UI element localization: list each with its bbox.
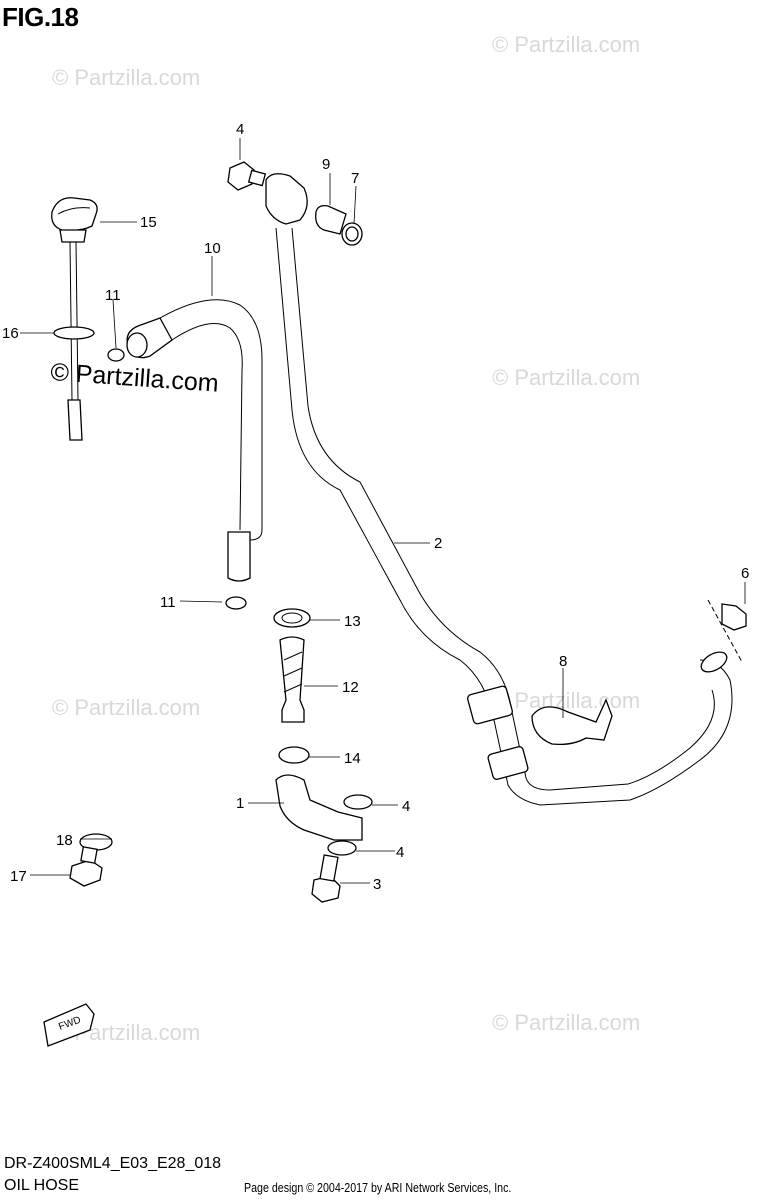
watermark: © Partzilla.com (492, 1010, 640, 1035)
callout-12: 12 (342, 679, 359, 696)
figure-title: FIG.18 (2, 2, 79, 32)
watermark: © Partzilla.com (492, 32, 640, 57)
copyright-notice: Page design © 2004-2017 by ARI Network S… (244, 1180, 512, 1195)
hose-10-part (126, 299, 263, 582)
model-code: DR-Z400SML4_E03_E28_018 (4, 1155, 222, 1172)
callout-labels: 4 9 7 15 10 11 16 2 11 6 13 8 12 14 1 4 … (2, 121, 749, 893)
bolt-5-part (227, 161, 267, 191)
callout-2: 2 (434, 535, 442, 552)
washer-4-part (327, 794, 373, 856)
oring-7-part (341, 222, 363, 246)
callout-11b: 11 (160, 594, 176, 611)
callout-4b: 4 (396, 844, 404, 861)
callout-17: 17 (10, 868, 27, 885)
callout-10: 10 (204, 240, 221, 257)
fwd-arrow-icon: FWD (43, 1003, 95, 1047)
watermark-center: © Partzilla.com (50, 358, 220, 398)
callout-8: 8 (559, 653, 567, 670)
callout-5: 4 (236, 121, 244, 138)
washer-13-part (273, 608, 311, 628)
callout-9: 9 (322, 156, 330, 173)
watermark: © Partzilla.com (492, 365, 640, 390)
watermark: © Partzilla.com (492, 688, 640, 713)
callout-14: 14 (344, 750, 361, 767)
oil-pipe-2-part (265, 173, 733, 806)
callout-11a: 11 (105, 287, 121, 304)
leader-lines (20, 138, 746, 884)
bolt-3-part (311, 854, 341, 903)
callout-1: 1 (236, 795, 244, 812)
bracket-8-part (531, 698, 613, 746)
callout-13: 13 (344, 613, 361, 630)
callout-18: 18 (56, 832, 73, 849)
callout-15: 15 (140, 214, 157, 231)
elbow-hose-1-part (275, 774, 363, 841)
dipstick-part (51, 197, 98, 441)
dash-line (707, 599, 743, 663)
callout-16: 16 (2, 325, 19, 342)
callout-4a: 4 (402, 798, 410, 815)
watermark: © Partzilla.com (52, 65, 200, 90)
callout-6: 6 (741, 565, 749, 582)
callout-7: 7 (351, 170, 359, 187)
callout-3: 3 (373, 876, 381, 893)
drain-plug-17-part (69, 846, 103, 887)
fitting-9-part (315, 204, 347, 235)
watermark-group: © Partzilla.com © Partzilla.com © Partzi… (50, 32, 641, 1045)
watermark: © Partzilla.com (52, 695, 200, 720)
clamp-11-part (107, 348, 247, 610)
bolt-6-part (721, 603, 747, 631)
section-name: OIL HOSE (4, 1177, 79, 1194)
clamp-14-part (278, 746, 310, 764)
strainer-12-part (279, 636, 305, 723)
